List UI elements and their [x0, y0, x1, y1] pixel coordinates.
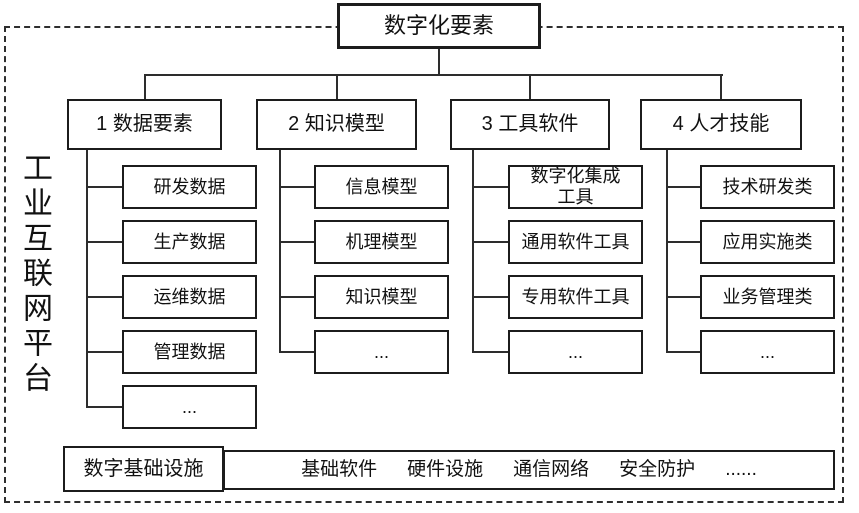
connector-bus [144, 74, 723, 76]
infrastructure-item: 基础软件 [301, 459, 378, 481]
category-node-2: 2 知识模型 [256, 99, 417, 150]
leaf-node-ellipsis: ... [508, 330, 643, 374]
infrastructure-items-box: 基础软件 硬件设施 通信网络 安全防护 ...... [223, 450, 835, 490]
stub-1-1 [86, 186, 124, 188]
stub-1-3 [86, 296, 124, 298]
spine-column-4 [666, 148, 668, 353]
leaf-node: 信息模型 [314, 165, 449, 209]
leaf-node: 专用软件工具 [508, 275, 643, 319]
connector-drop-1 [144, 74, 146, 99]
stub-1-2 [86, 241, 124, 243]
leaf-node: 数字化集成工具 [508, 165, 643, 209]
leaf-node: 应用实施类 [700, 220, 835, 264]
leaf-node: 知识模型 [314, 275, 449, 319]
leaf-node-ellipsis: ... [314, 330, 449, 374]
leaf-node-ellipsis: ... [700, 330, 835, 374]
stub-3-3 [472, 296, 510, 298]
stub-2-1 [279, 186, 315, 188]
stub-2-2 [279, 241, 315, 243]
stub-1-5 [86, 406, 124, 408]
connector-drop-4 [720, 74, 722, 99]
stub-1-4 [86, 351, 124, 353]
category-node-4: 4 人才技能 [640, 99, 802, 150]
infrastructure-item-ellipsis: ...... [725, 459, 757, 481]
connector-drop-3 [529, 74, 531, 99]
connector-root-vertical [438, 48, 440, 76]
stub-4-1 [666, 186, 702, 188]
stub-4-3 [666, 296, 702, 298]
stub-2-3 [279, 296, 315, 298]
leaf-node: 机理模型 [314, 220, 449, 264]
leaf-node: 生产数据 [122, 220, 257, 264]
leaf-node-ellipsis: ... [122, 385, 257, 429]
leaf-node: 业务管理类 [700, 275, 835, 319]
leaf-node-label: 数字化集成工具 [530, 166, 621, 207]
spine-column-3 [472, 148, 474, 353]
leaf-node: 管理数据 [122, 330, 257, 374]
infrastructure-label-box: 数字基础设施 [63, 446, 224, 492]
stub-4-4 [666, 351, 702, 353]
connector-drop-2 [336, 74, 338, 99]
infrastructure-item: 硬件设施 [407, 459, 484, 481]
infrastructure-item: 安全防护 [619, 459, 696, 481]
leaf-node: 研发数据 [122, 165, 257, 209]
stub-3-2 [472, 241, 510, 243]
stub-4-2 [666, 241, 702, 243]
root-node: 数字化要素 [337, 3, 541, 49]
stub-2-4 [279, 351, 315, 353]
category-node-1: 1 数据要素 [67, 99, 222, 150]
platform-label: 工业互联网平台 [18, 152, 51, 397]
spine-column-2 [279, 148, 281, 353]
category-node-3: 3 工具软件 [450, 99, 610, 150]
leaf-node: 通用软件工具 [508, 220, 643, 264]
leaf-node: 运维数据 [122, 275, 257, 319]
stub-3-4 [472, 351, 510, 353]
leaf-node: 技术研发类 [700, 165, 835, 209]
platform-dashed-border [4, 26, 844, 503]
spine-column-1 [86, 148, 88, 408]
infrastructure-item: 通信网络 [513, 459, 590, 481]
stub-3-1 [472, 186, 510, 188]
